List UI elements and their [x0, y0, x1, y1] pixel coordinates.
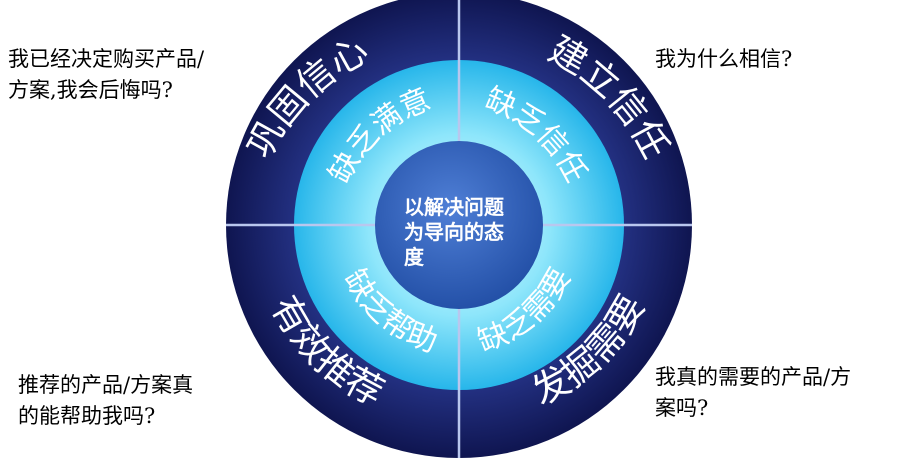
- center-disc: [375, 141, 543, 309]
- question-line: 方案,我会后悔吗?: [8, 78, 173, 102]
- question-bottom-right: 我真的需要的产品/方 案吗?: [655, 362, 851, 424]
- question-top-right: 我为什么相信?: [655, 44, 792, 75]
- center-text-line-2: 为导向的态: [404, 220, 504, 244]
- center-text-line-1: 以解决问题: [404, 195, 505, 219]
- question-line: 的能帮助我吗?: [18, 404, 156, 428]
- question-line: 我为什么相信?: [655, 47, 793, 71]
- question-line: 推荐的产品/方案真: [18, 373, 194, 397]
- question-line: 我已经决定购买产品/: [8, 47, 205, 71]
- question-line: 案吗?: [655, 396, 709, 420]
- question-bottom-left: 推荐的产品/方案真 的能帮助我吗?: [18, 370, 193, 432]
- question-line: 我真的需要的产品/方: [655, 365, 852, 389]
- center-text-line-3: 度: [404, 245, 425, 269]
- question-top-left: 我已经决定购买产品/ 方案,我会后悔吗?: [8, 44, 204, 106]
